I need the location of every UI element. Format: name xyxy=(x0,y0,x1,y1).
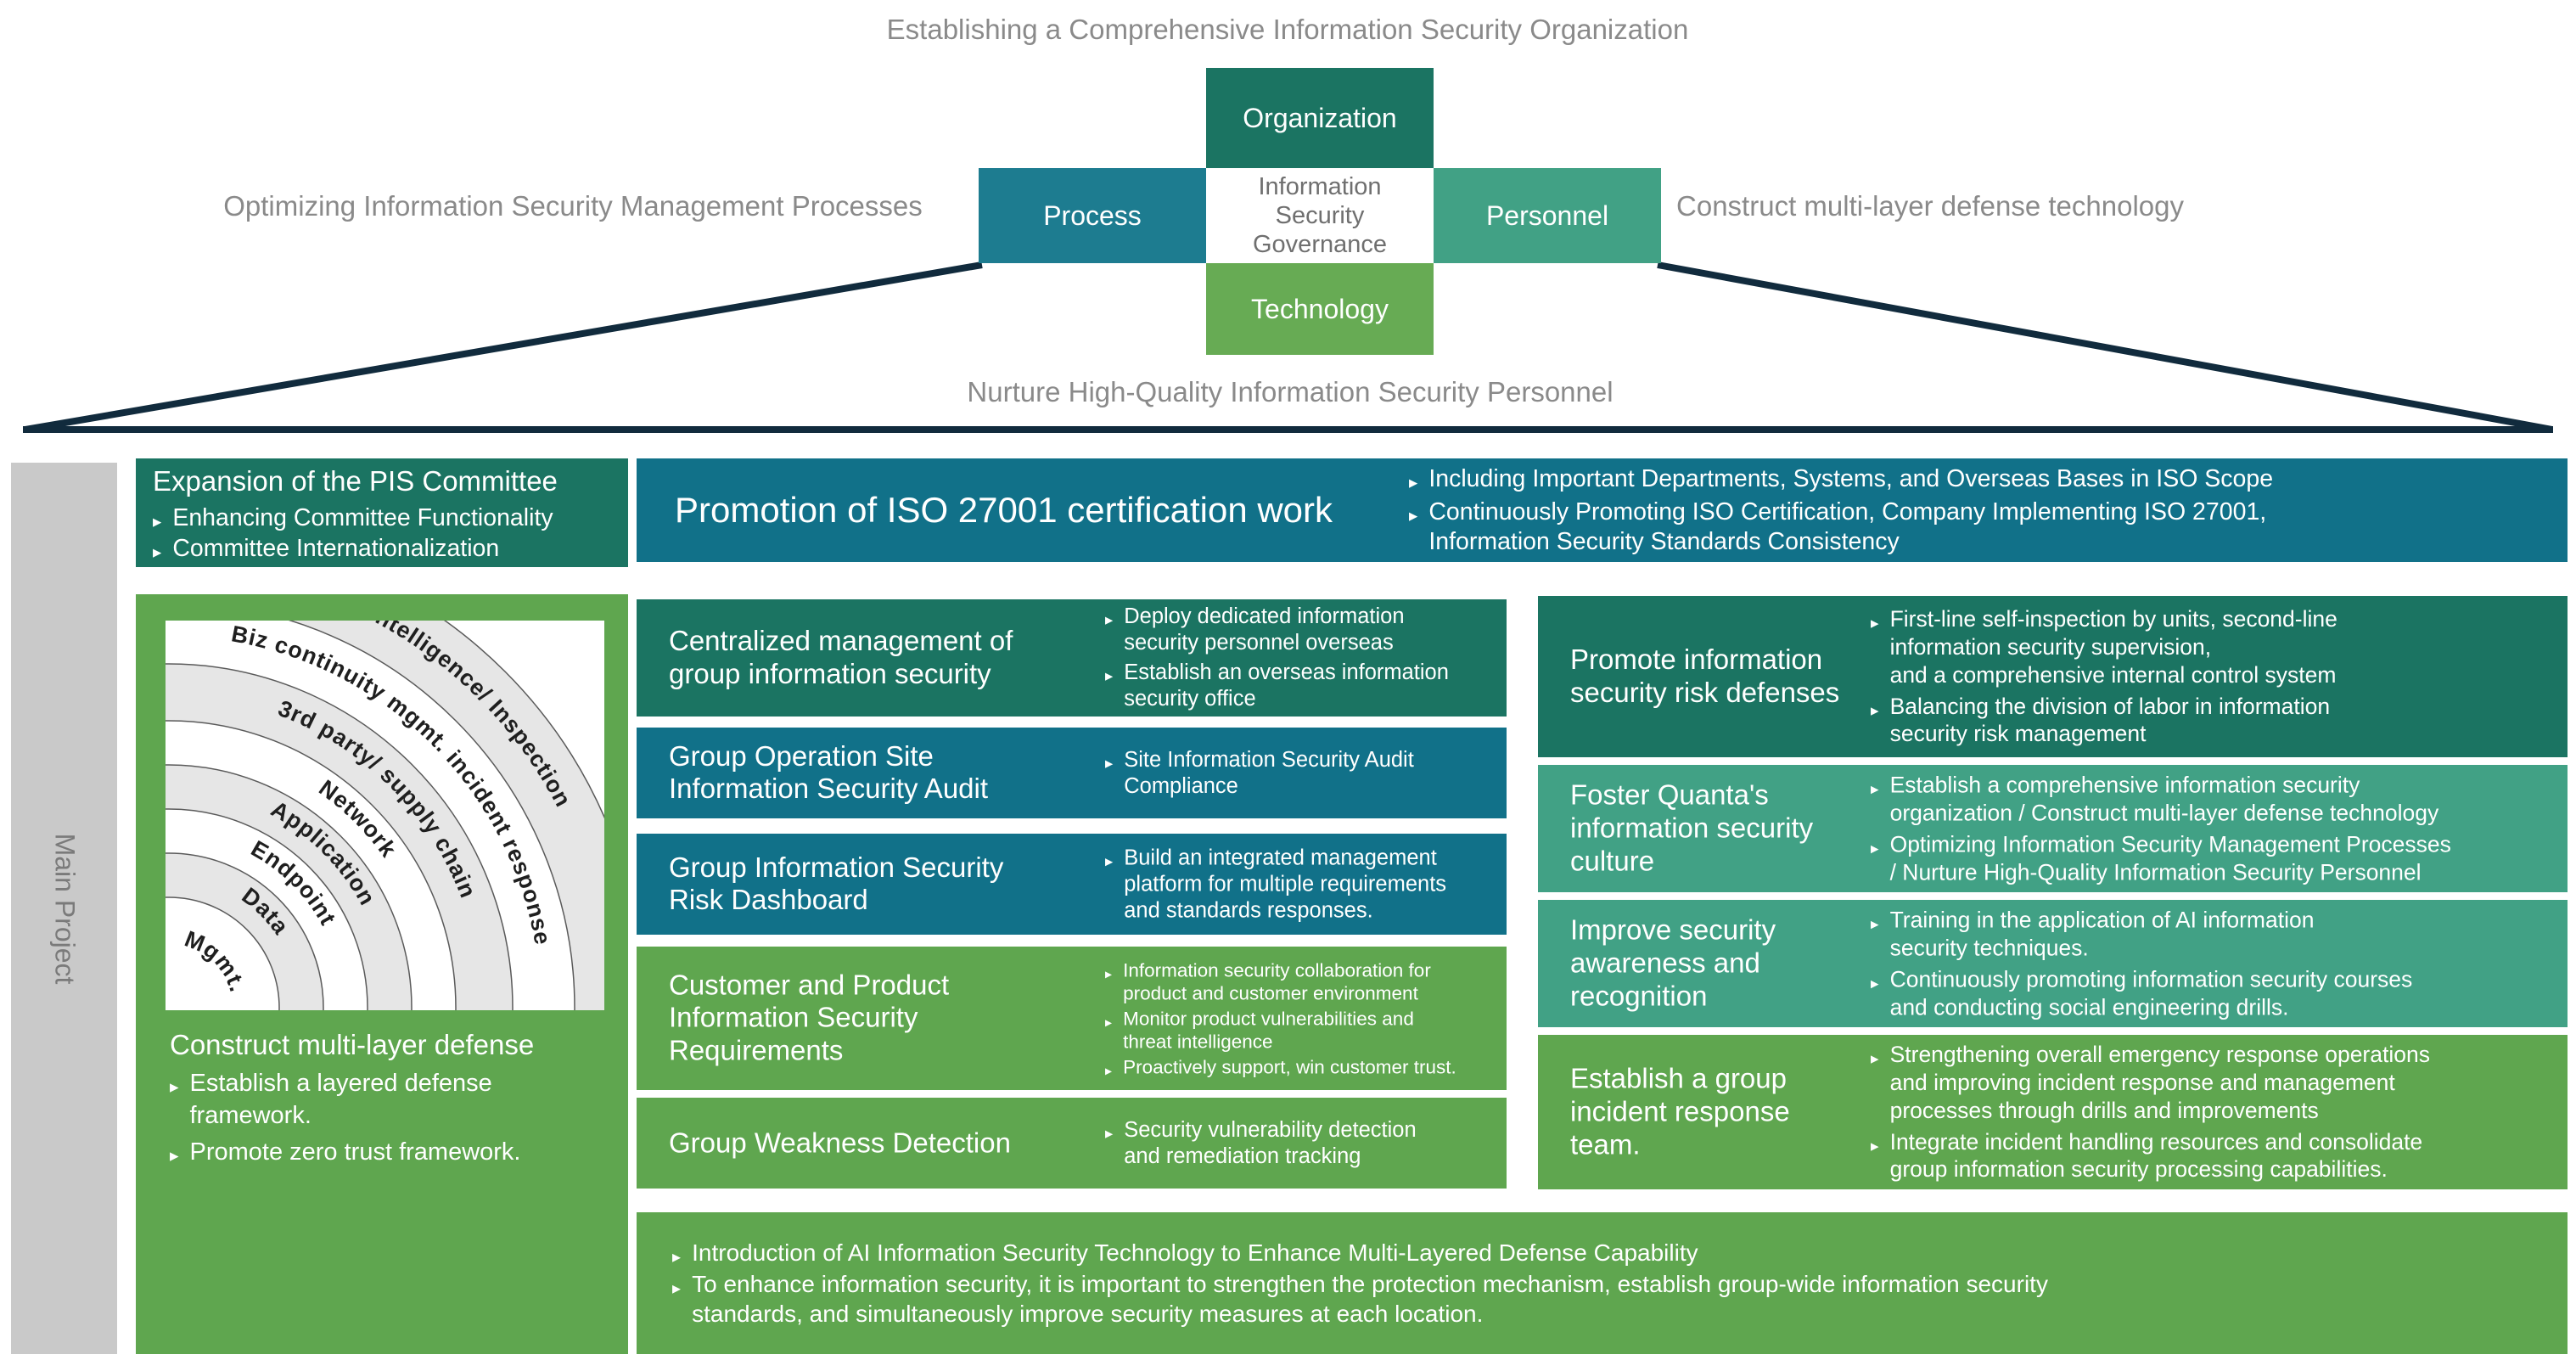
centralized-management-title: Centralized management of group informat… xyxy=(669,625,1013,689)
list-item: Including Important Departments, Systems… xyxy=(1409,464,2551,494)
bullet-icon xyxy=(1105,604,1124,630)
defense-rings-chart: Intelligence/ Inspection Biz continuity … xyxy=(0,531,645,1360)
list-item: Promote zero trust framework. xyxy=(170,1137,520,1169)
list-item: Continuously Promoting ISO Certification… xyxy=(1409,497,2551,557)
bullet-icon xyxy=(1409,497,1428,527)
bullet-icon xyxy=(170,1068,189,1100)
list-item: Establish a layered defense framework. xyxy=(170,1068,520,1132)
list-item: To enhance information security, it is i… xyxy=(672,1269,2542,1329)
cross-center-governance: Information Security Governance xyxy=(1206,168,1434,263)
list-item: Strengthening overall emergency response… xyxy=(1871,1041,2557,1125)
list-item: Monitor product vulnerabilities and thre… xyxy=(1105,1007,1498,1053)
bullet-icon xyxy=(153,503,172,533)
bullet-icon xyxy=(1871,605,1890,633)
bullet-icon xyxy=(1871,830,1890,858)
bullet-icon xyxy=(1871,1127,1890,1155)
bullet-icon xyxy=(1871,771,1890,799)
risk-defenses-box: Promote information security risk defens… xyxy=(1538,596,2568,757)
ai-security-bottom-bar: Introduction of AI Information Security … xyxy=(637,1212,2568,1354)
list-item: Continuously promoting information secur… xyxy=(1871,965,2557,1021)
bullet-icon xyxy=(1105,1116,1124,1143)
list-item: Integrate incident handling resources an… xyxy=(1871,1127,2557,1183)
bullet-icon xyxy=(1409,464,1428,494)
list-item: Security vulnerability detection and rem… xyxy=(1105,1116,1498,1169)
funnel-lines xyxy=(23,261,2553,433)
cross-process: Process xyxy=(979,168,1206,263)
label-personnel-axis: Nurture High-Quality Information Securit… xyxy=(967,376,1614,407)
multi-layer-defense-box: Intelligence/ Inspection Biz continuity … xyxy=(0,531,645,1360)
bullet-icon xyxy=(1105,660,1124,686)
risk-dashboard-box: Group Information Security Risk Dashboar… xyxy=(637,834,1507,935)
bullet-icon xyxy=(1105,1007,1123,1030)
pis-committee-title: Expansion of the PIS Committee xyxy=(153,465,558,497)
security-culture-title: Foster Quanta's information security cul… xyxy=(1570,778,1814,877)
weakness-detection-title: Group Weakness Detection xyxy=(669,1127,1011,1159)
label-process-axis: Optimizing Information Security Manageme… xyxy=(223,190,923,222)
bullet-icon xyxy=(672,1269,692,1299)
cross-organization: Organization xyxy=(1206,68,1434,168)
risk-defenses-title: Promote information security risk defens… xyxy=(1570,643,1840,708)
bullet-icon xyxy=(672,1238,692,1267)
bullet-icon xyxy=(170,1137,189,1169)
customer-product-box: Customer and Product Information Securit… xyxy=(637,947,1507,1090)
page-title: Establishing a Comprehensive Information… xyxy=(886,14,1689,45)
bullet-icon xyxy=(1871,906,1890,934)
list-item: Site Information Security Audit Complian… xyxy=(1105,746,1498,799)
bullet-icon xyxy=(1105,958,1123,981)
label-technology-axis: Construct multi-layer defense technology xyxy=(1676,190,2184,222)
list-item: Establish a comprehensive information se… xyxy=(1871,771,2557,827)
list-item: Balancing the division of labor in infor… xyxy=(1871,692,2557,748)
list-item: Introduction of AI Information Security … xyxy=(672,1238,2542,1267)
main-project-label: Main Project xyxy=(49,833,80,984)
layered-defense-diagram: Intelligence/ Inspection Biz continuity … xyxy=(0,531,645,1360)
security-awareness-title: Improve security awareness and recogniti… xyxy=(1570,913,1776,1012)
cross-personnel: Personnel xyxy=(1434,168,1661,263)
list-item: Committee Internationalization xyxy=(153,533,553,564)
risk-dashboard-title: Group Information Security Risk Dashboar… xyxy=(669,851,1004,916)
security-awareness-box: Improve security awareness and recogniti… xyxy=(1538,900,2568,1027)
incident-response-title: Establish a group incident response team… xyxy=(1570,1062,1790,1160)
security-culture-box: Foster Quanta's information security cul… xyxy=(1538,765,2568,892)
site-audit-title: Group Operation Site Information Securit… xyxy=(669,739,989,805)
bullet-icon xyxy=(1105,845,1124,871)
incident-response-box: Establish a group incident response team… xyxy=(1538,1035,2568,1189)
multi-layer-defense-title: Construct multi-layer defense xyxy=(170,1029,535,1060)
bullet-icon xyxy=(1871,692,1890,720)
main-project-sidebar: Main Project xyxy=(11,463,117,1354)
bullet-icon xyxy=(1105,746,1124,773)
iso-certification-title: Promotion of ISO 27001 certification wor… xyxy=(675,490,1333,531)
weakness-detection-box: Group Weakness Detection Security vulner… xyxy=(637,1098,1507,1189)
iso-certification-box: Promotion of ISO 27001 certification wor… xyxy=(637,458,2568,562)
list-item: Information security collaboration for p… xyxy=(1105,958,1498,1004)
site-audit-box: Group Operation Site Information Securit… xyxy=(637,728,1507,818)
centralized-management-box: Centralized management of group informat… xyxy=(637,599,1507,717)
bullet-icon xyxy=(1105,1055,1123,1078)
list-item: Build an integrated management platform … xyxy=(1105,845,1498,924)
bullet-icon xyxy=(1871,1041,1890,1069)
bullet-icon xyxy=(1871,965,1890,993)
customer-product-title: Customer and Product Information Securit… xyxy=(669,969,950,1066)
list-item: Proactively support, win customer trust. xyxy=(1105,1055,1498,1078)
pis-committee-box: Expansion of the PIS Committee Enhancing… xyxy=(136,458,628,567)
list-item: Deploy dedicated information security pe… xyxy=(1105,604,1498,656)
cross-technology: Technology xyxy=(1206,263,1434,355)
bullet-icon xyxy=(153,533,172,564)
list-item: First-line self-inspection by units, sec… xyxy=(1871,605,2557,689)
list-item: Enhancing Committee Functionality xyxy=(153,503,553,533)
list-item: Training in the application of AI inform… xyxy=(1871,906,2557,962)
list-item: Optimizing Information Security Manageme… xyxy=(1871,830,2557,886)
list-item: Establish an overseas information securi… xyxy=(1105,660,1498,712)
